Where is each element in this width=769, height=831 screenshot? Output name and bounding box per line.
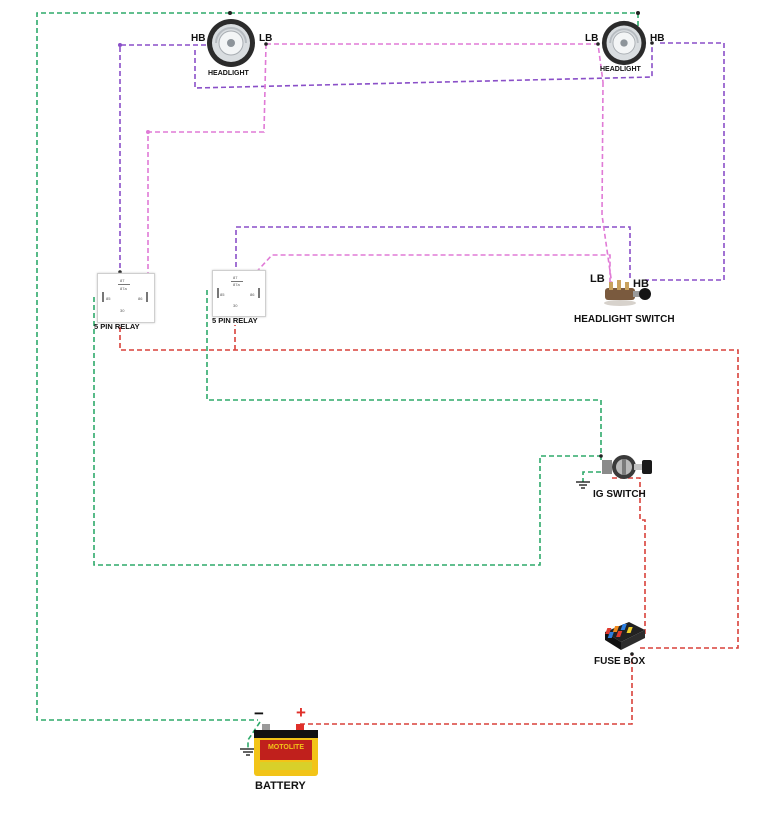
relay-pin-label: 30 [233,303,238,308]
headlight-icon [601,20,647,66]
headlight-right-lb-label: LB [585,33,599,44]
battery-brand: MOTOLITE [267,744,305,751]
ground-symbol-icon [576,481,590,489]
fuse-box-icon [605,622,645,650]
relay-pin-label: 85 [220,292,225,297]
junction-dot [596,42,600,46]
headlight-right [601,20,647,66]
green-wire-top-right [230,12,639,40]
headlight-right-caption: HEADLIGHT [600,66,641,73]
purple-wires [119,42,725,281]
green-wire-battery-neg [247,721,261,748]
fuse-box [603,618,647,652]
headlight-left [206,18,256,68]
relay-right-caption: 5 PIN RELAY [212,316,258,325]
relay-right: 87 87a 85 86 30 [212,270,266,317]
relay-pin-label: 87a [120,286,127,291]
headlight-right-hb-label: HB [650,33,665,44]
relay-icon: 87 87a 85 86 30 [213,271,265,316]
headlight-switch-caption: HEADLIGHT SWITCH [574,314,675,325]
headlight-icon [207,19,255,67]
junction-dot-purple [118,43,122,47]
purple-wire-headlight-bridge [194,45,653,89]
battery-icon [254,724,318,776]
junction-dot [630,652,634,656]
relay-pin-label: 85 [106,296,111,301]
relay-pin-label: 87 [233,275,238,280]
battery-caption: BATTERY [255,780,306,792]
green-wires [36,12,639,748]
headlight-switch-hb-label: HB [633,278,649,290]
headlight-switch-lb-label: LB [590,273,605,285]
pink-wire-left-lb-to-relay [147,43,267,275]
relay-left: 87 87a 85 86 30 [97,273,155,323]
purple-wire-left-hb-to-relay [119,44,206,272]
junction-dot [636,11,640,15]
ground-symbol-icon [240,748,256,756]
pink-wire-relay-right-to-switch [239,254,611,291]
junction-dot [228,11,232,15]
relay-pin-label: 86 [250,292,255,297]
battery: MOTOLITE [252,722,320,778]
relay-pin-label: 30 [120,308,125,313]
green-wire-relay-left-to-ig [93,297,601,566]
junction-dot [650,41,654,45]
ig-switch[interactable] [602,452,654,484]
junction-dot [264,42,268,46]
fuse-box-caption: FUSE BOX [594,656,646,667]
red-wires [119,325,739,725]
pink-wires [147,43,613,291]
ignition-key-icon [602,455,652,479]
toggle-switch-icon [604,280,651,306]
relay-pin-label: 87a [233,282,240,287]
pink-wire-left-lb-to-right-lb [266,43,604,83]
headlight-left-caption: HEADLIGHT [208,70,249,77]
relay-left-caption: 5 PIN RELAY [94,322,140,331]
red-wire-fusebox-to-relays [119,325,739,649]
junction-dot [118,270,122,274]
relay-icon: 87 87a 85 86 30 [98,274,154,322]
junction-dot-pink [146,130,150,134]
battery-negative-terminal: − [254,704,264,723]
headlight-switch[interactable] [603,278,653,310]
relay-pin-label: 87 [120,278,125,283]
purple-wire-right-hb-to-switch [645,42,725,281]
green-wire-ig-ground [582,471,601,482]
headlight-left-hb-label: HB [191,33,206,44]
junction-dot [599,454,603,458]
green-wire-top-loop [36,12,258,721]
red-wire-fusebox-to-ig [610,477,646,634]
ig-switch-caption: IG SWITCH [593,489,646,500]
battery-positive-terminal: + [296,703,306,722]
purple-wire-relay-right-to-switch [235,226,631,280]
green-wire-relay-right-to-ig [206,290,602,460]
junction-dots [118,11,654,656]
pink-wire-right-lb-to-switch [601,81,613,286]
headlight-left-lb-label: LB [259,33,273,44]
relay-pin-label: 86 [138,296,143,301]
red-wire-battery-to-fusebox [300,654,633,725]
